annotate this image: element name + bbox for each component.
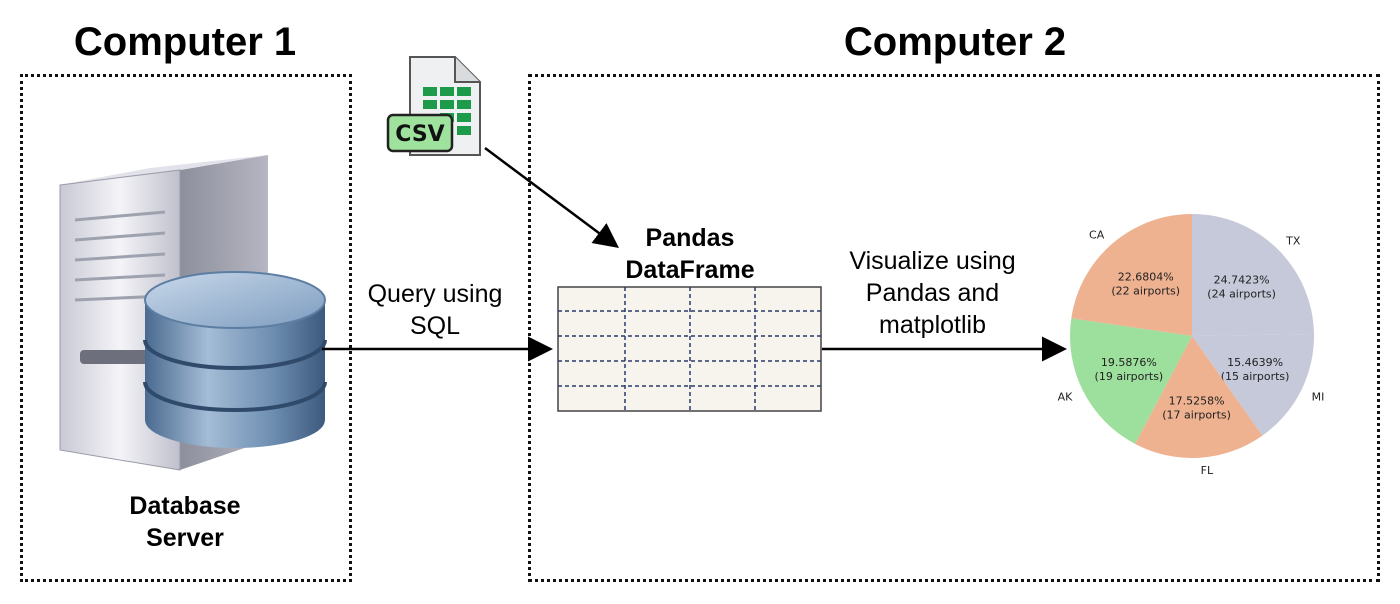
dataframe-label-line2: DataFrame	[625, 256, 755, 284]
pie-chart: 24.7423%(24 airports) TX 15.4639%(15 airpo…	[1058, 214, 1325, 477]
server-label-line1: Database	[129, 492, 241, 520]
csv-label: CSV	[395, 122, 444, 147]
csv-file-icon: CSV	[386, 56, 481, 156]
pie-slice-ak	[1070, 318, 1192, 444]
pie-slice-ca	[1071, 214, 1192, 336]
pie-slice-mi	[1192, 334, 1314, 436]
query-label-line1: Query using	[367, 280, 503, 308]
visualize-label-line1: Visualize using	[849, 247, 1016, 275]
computer1-box	[20, 74, 352, 582]
computer1-title: Computer 1	[73, 20, 297, 64]
dataframe-table-icon	[557, 286, 822, 412]
visualize-label: Visualize using Pandas and matplotlib	[830, 245, 1035, 341]
pie-pct-label-fl: 17.5258%	[1169, 395, 1225, 408]
query-label-line2: SQL	[409, 312, 461, 340]
database-server-label: Database Server	[70, 490, 300, 554]
pie-count-label-fl: (17 airports)	[1162, 409, 1231, 422]
visualize-label-line2: Pandas and	[865, 279, 1000, 307]
dataframe-label-line1: Pandas	[645, 224, 735, 252]
database-server-icon	[59, 155, 327, 471]
pie-pct-label-mi: 15.4639%	[1227, 356, 1283, 369]
query-sql-label: Query using SQL	[350, 278, 520, 342]
pie-category-label-tx: TX	[1285, 234, 1301, 247]
pie-slice-tx	[1192, 214, 1314, 336]
pandas-dataframe-label: Pandas DataFrame	[590, 222, 790, 286]
pie-pct-label-ca: 22.6804%	[1118, 270, 1174, 283]
computer2-title: Computer 2	[843, 20, 1067, 64]
pie-category-label-ak: AK	[1058, 391, 1074, 404]
pie-slice-fl	[1135, 336, 1263, 458]
visualize-label-line3: matplotlib	[879, 311, 986, 339]
pie-count-label-ca: (22 airports)	[1111, 284, 1180, 297]
computer2-box	[528, 74, 1380, 582]
arrow-csv-to-dataframe	[484, 146, 620, 248]
server-label-line2: Server	[146, 524, 224, 552]
pie-category-label-fl: FL	[1201, 464, 1214, 477]
pie-pct-label-tx: 24.7423%	[1214, 274, 1270, 287]
pie-count-label-ak: (19 airports)	[1095, 370, 1164, 383]
pie-count-label-mi: (15 airports)	[1221, 370, 1290, 383]
pie-category-label-ca: CA	[1089, 228, 1105, 241]
pie-category-label-mi: MI	[1312, 391, 1325, 404]
pie-count-label-tx: (24 airports)	[1207, 288, 1276, 301]
pie-pct-label-ak: 19.5876%	[1101, 356, 1157, 369]
